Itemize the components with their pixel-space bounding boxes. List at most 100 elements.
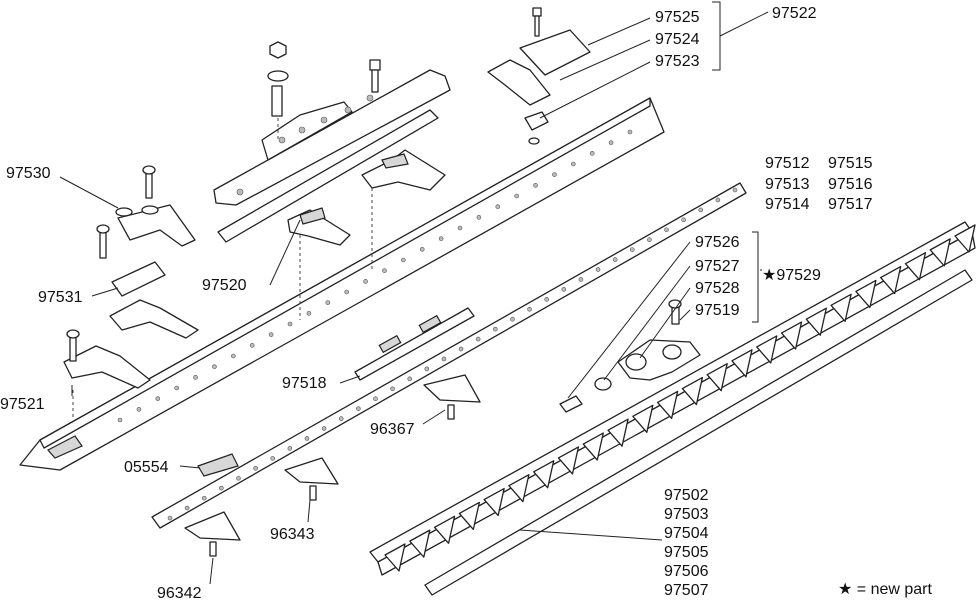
top-plate-lower bbox=[217, 109, 439, 243]
hole bbox=[715, 197, 721, 203]
knife-section bbox=[384, 543, 406, 572]
label-96367: 96367 bbox=[370, 421, 415, 438]
hole bbox=[441, 356, 447, 362]
label-97516: 97516 bbox=[828, 176, 873, 193]
knife-section bbox=[681, 376, 704, 406]
label-97513: 97513 bbox=[765, 176, 810, 193]
hole bbox=[363, 279, 368, 284]
guards-97521 bbox=[63, 299, 199, 420]
hole bbox=[338, 416, 344, 421]
plate-96343 bbox=[284, 457, 339, 501]
hole bbox=[174, 385, 179, 391]
bolt-stack-top bbox=[267, 41, 289, 140]
label-97525: 97525 bbox=[655, 9, 700, 26]
knife-section bbox=[433, 515, 456, 544]
hole bbox=[253, 466, 258, 471]
hole bbox=[476, 215, 482, 220]
plate-05554 bbox=[197, 453, 239, 477]
hole bbox=[325, 300, 331, 305]
hold-down-97522 bbox=[487, 7, 591, 145]
knife-section bbox=[656, 390, 679, 420]
knife-assembly bbox=[369, 221, 976, 596]
hole bbox=[681, 217, 686, 223]
hole bbox=[268, 332, 274, 337]
label-97529: ★97529 bbox=[762, 267, 821, 284]
knife-section bbox=[582, 432, 604, 461]
label-97507: 97507 bbox=[664, 582, 709, 599]
hole bbox=[424, 366, 430, 372]
clip-97518 bbox=[354, 307, 475, 381]
plate-96342 bbox=[184, 511, 241, 557]
hole bbox=[458, 346, 464, 352]
knife-section bbox=[855, 279, 877, 309]
hole bbox=[612, 257, 618, 262]
knife-section bbox=[805, 307, 827, 336]
guards-97520 bbox=[287, 149, 446, 320]
top-plate-upper bbox=[213, 69, 451, 206]
hole bbox=[495, 204, 501, 209]
leader-lines bbox=[59, 1, 769, 585]
hole bbox=[270, 456, 276, 461]
hole bbox=[627, 129, 633, 135]
knife-section bbox=[731, 349, 753, 378]
hole bbox=[514, 193, 519, 199]
label-97515: 97515 bbox=[828, 155, 873, 172]
knife-section bbox=[458, 501, 480, 531]
knife-section bbox=[508, 474, 530, 503]
label-97505: 97505 bbox=[664, 544, 709, 561]
hole bbox=[373, 396, 378, 402]
hole bbox=[117, 417, 123, 423]
label-97523: 97523 bbox=[655, 53, 700, 70]
part-labels: 97525 97524 97523 97522 97530 97520 9753… bbox=[0, 5, 933, 600]
label-97528: 97528 bbox=[695, 280, 740, 297]
clip-97531 bbox=[96, 224, 166, 297]
label-97518: 97518 bbox=[282, 375, 327, 392]
hole bbox=[407, 376, 412, 382]
hole bbox=[578, 277, 584, 282]
knife-section bbox=[607, 418, 629, 447]
label-97517: 97517 bbox=[828, 196, 873, 213]
knife-section bbox=[780, 321, 803, 350]
knife-section bbox=[632, 404, 654, 433]
hole bbox=[544, 297, 549, 302]
hole bbox=[527, 306, 532, 312]
label-97502: 97502 bbox=[664, 487, 709, 504]
label-97519: 97519 bbox=[695, 302, 740, 319]
hole bbox=[561, 287, 567, 292]
label-97527: 97527 bbox=[695, 258, 740, 275]
hole bbox=[304, 436, 310, 441]
hole bbox=[732, 187, 738, 193]
label-97522: 97522 bbox=[772, 5, 817, 22]
knife-head bbox=[559, 299, 701, 413]
label-97521: 97521 bbox=[0, 396, 45, 413]
knife-section bbox=[706, 363, 728, 392]
label-97531: 97531 bbox=[38, 289, 83, 306]
label-97506: 97506 bbox=[664, 563, 709, 580]
hole bbox=[571, 161, 576, 167]
knife-section bbox=[830, 293, 852, 322]
hole bbox=[201, 495, 207, 501]
hole bbox=[219, 485, 224, 491]
knife-section bbox=[557, 446, 580, 475]
hole bbox=[306, 311, 312, 316]
label-97503: 97503 bbox=[664, 506, 709, 523]
label-97524: 97524 bbox=[655, 31, 700, 48]
hole bbox=[390, 386, 395, 392]
hole bbox=[664, 227, 669, 233]
knife-section bbox=[483, 487, 505, 517]
hole bbox=[287, 321, 293, 327]
knife-section bbox=[409, 529, 431, 558]
label-97514: 97514 bbox=[765, 196, 810, 213]
hole bbox=[321, 426, 327, 431]
hole bbox=[438, 236, 444, 241]
label-97526: 97526 bbox=[695, 234, 740, 251]
bolt-top-right bbox=[369, 59, 381, 93]
knife-section bbox=[954, 224, 976, 253]
hole bbox=[419, 247, 425, 252]
label-96343: 96343 bbox=[270, 526, 315, 543]
hole bbox=[457, 225, 463, 231]
hole bbox=[510, 316, 515, 322]
hole bbox=[552, 172, 557, 177]
